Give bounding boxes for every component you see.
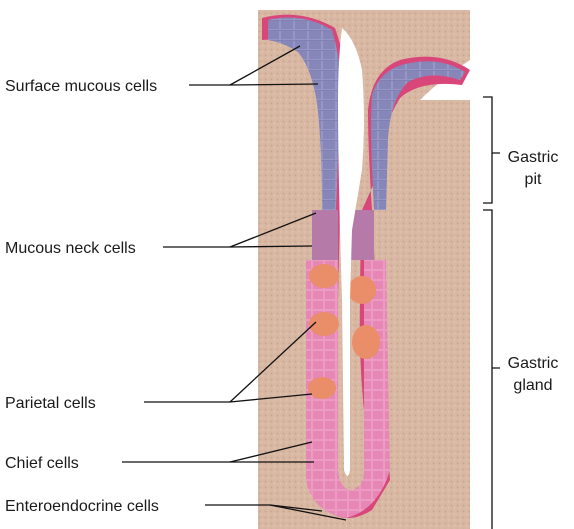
label-gastric-pit-line1: Gastric — [508, 149, 559, 166]
label-gastric-gland-line2: gland — [513, 377, 552, 394]
label-gastric-pit-line2: pit — [525, 171, 542, 188]
neck-region-left — [312, 210, 338, 260]
parietal-cell — [352, 325, 380, 359]
label-chief-cells: Chief cells — [5, 455, 79, 472]
parietal-cell — [309, 264, 339, 288]
gastric-gland-bracket — [483, 210, 500, 529]
label-surface-mucous-cells: Surface mucous cells — [5, 78, 157, 95]
parietal-cell — [348, 276, 376, 304]
label-mucous-neck-cells: Mucous neck cells — [5, 240, 136, 257]
label-enteroendocrine-cells: Enteroendocrine cells — [5, 498, 159, 515]
gastric-pit-bracket — [483, 97, 500, 203]
label-gastric-gland-line1: Gastric — [508, 355, 559, 372]
parietal-cell — [308, 377, 336, 399]
label-parietal-cells: Parietal cells — [5, 395, 96, 412]
